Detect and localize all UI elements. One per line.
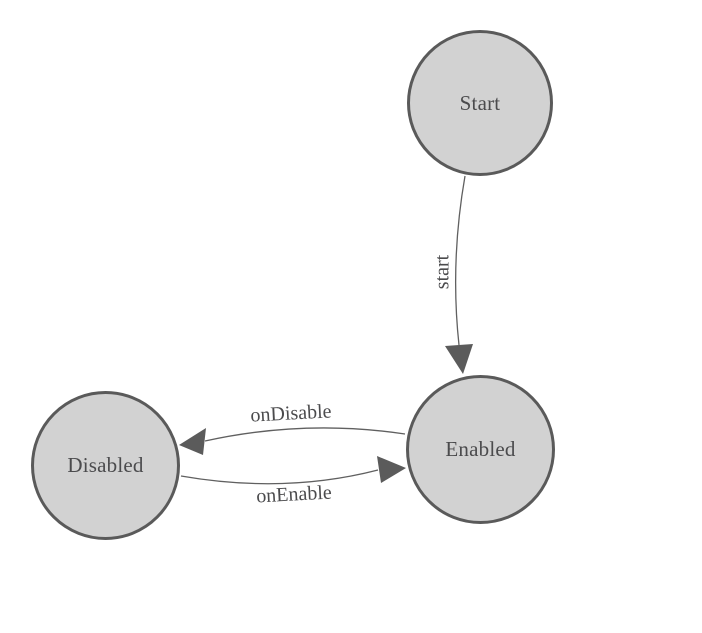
state-node-disabled: Disabled	[31, 391, 180, 540]
edge-label-onenable: onEnable	[255, 481, 333, 508]
edge-label-ondisable: onDisable	[249, 400, 333, 427]
arrowhead-enabled-to-disabled	[179, 428, 206, 455]
state-label-disabled: Disabled	[67, 453, 144, 477]
edge-start-to-enabled	[454, 175, 466, 346]
arrowhead-start-to-enabled	[445, 344, 473, 374]
arrowhead-disabled-to-enabled	[377, 456, 406, 483]
edge-label-start: start	[431, 254, 454, 290]
edge-disabled-to-enabled	[180, 469, 379, 485]
state-node-start: Start	[407, 30, 553, 176]
state-label-enabled: Enabled	[445, 437, 516, 461]
state-label-start: Start	[459, 90, 501, 115]
edge-enabled-to-disabled	[204, 427, 406, 442]
state-node-enabled: Enabled	[406, 375, 555, 524]
